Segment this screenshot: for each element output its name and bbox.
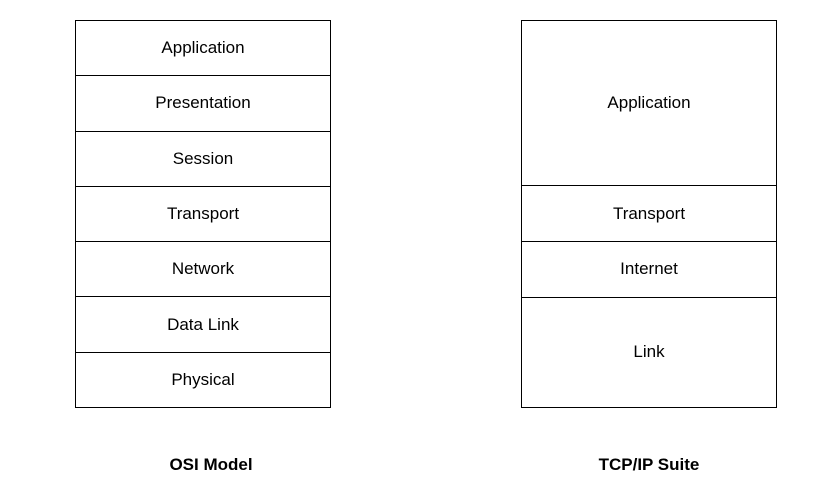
osi-layer-physical: Physical: [171, 369, 235, 389]
tcpip-layer-internet: Internet: [522, 242, 776, 298]
osi-layer-network: Network: [76, 242, 330, 298]
tcpip-suite-stack: Application Transport Internet Link: [521, 20, 777, 408]
osi-model-stack: Application Presentation Session Transpo…: [75, 20, 331, 408]
osi-model-caption: OSI Model: [169, 455, 253, 474]
tcpip-layer-transport: Transport: [522, 186, 776, 242]
osi-layer-data-link: Data Link: [76, 297, 330, 353]
osi-layer-transport: Transport: [76, 187, 330, 243]
osi-layer-presentation: Presentation: [76, 76, 330, 132]
osi-layer-session: Session: [76, 132, 330, 187]
osi-layer-application: Application: [76, 21, 330, 77]
tcpip-layer-application: Application: [522, 21, 776, 187]
tcpip-layer-link: Link: [633, 342, 665, 362]
tcpip-suite-caption: TCP/IP Suite: [598, 455, 700, 474]
